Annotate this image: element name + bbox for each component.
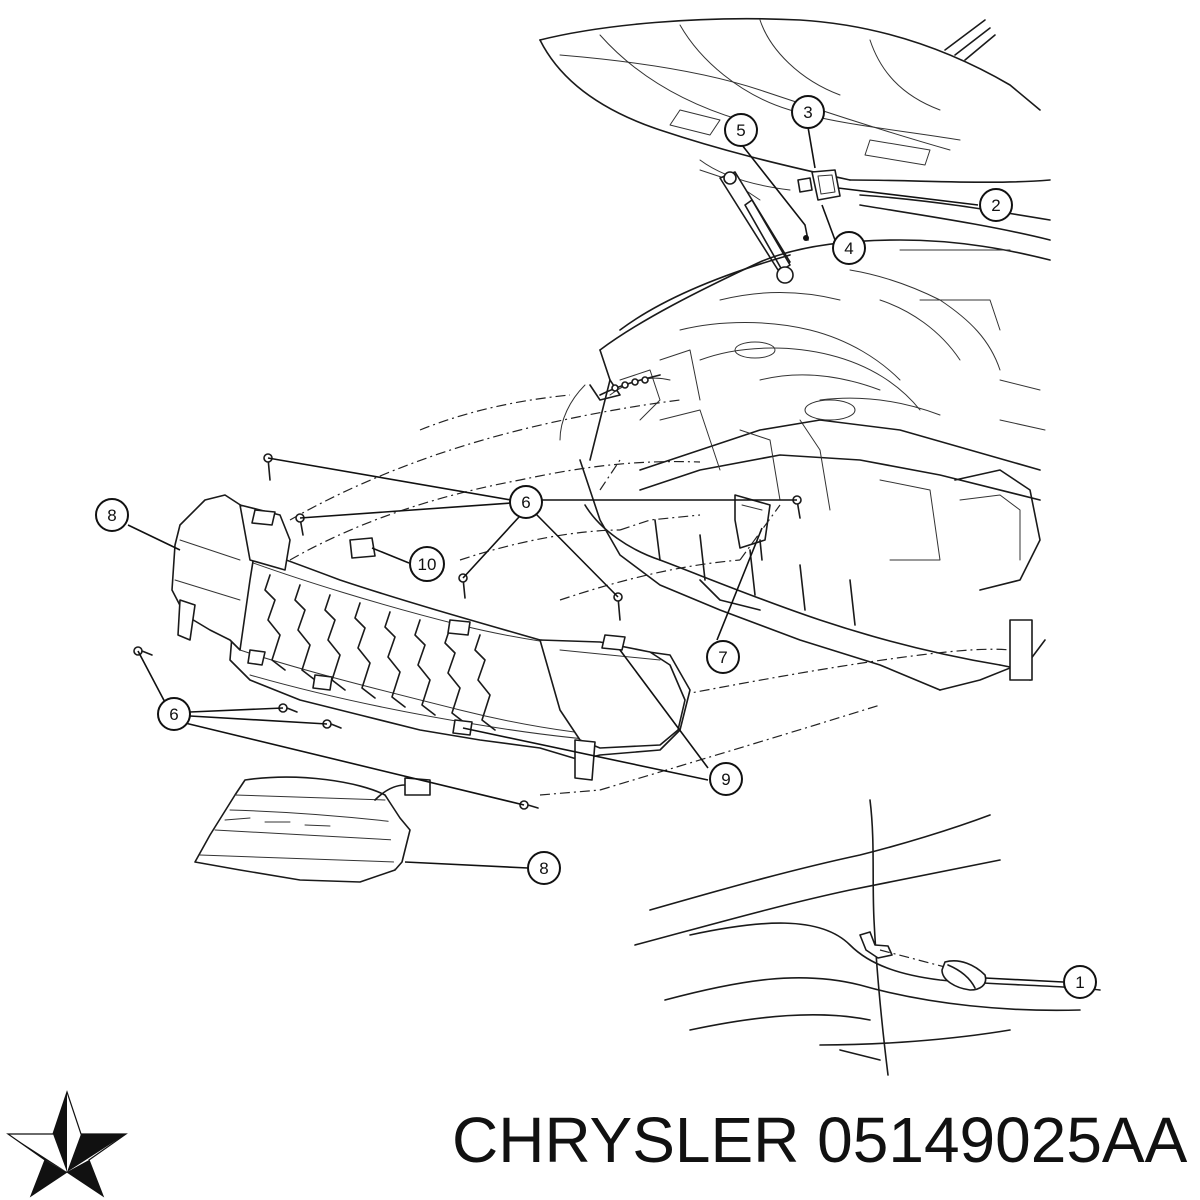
callout-number: 1 <box>1075 973 1084 992</box>
fascia-phantom-outline <box>289 394 1011 796</box>
part-number: 05149025AA <box>817 1104 1188 1176</box>
callout-number: 8 <box>539 859 548 878</box>
callout-6-upper: 6 <box>509 485 543 519</box>
callout-5: 5 <box>724 113 758 147</box>
headlamp <box>194 776 431 883</box>
hood-support-strut <box>719 171 809 284</box>
callout-number: 10 <box>418 555 437 574</box>
callout-2: 2 <box>979 188 1013 222</box>
callout-number: 6 <box>169 705 178 724</box>
callout-9: 9 <box>709 762 743 796</box>
leader-lines <box>127 126 1064 983</box>
callout-7: 7 <box>706 640 740 674</box>
hood-latch-bracket <box>797 169 841 201</box>
callout-8-lower: 8 <box>527 851 561 885</box>
callout-4: 4 <box>832 231 866 265</box>
callout-6-lower: 6 <box>157 697 191 731</box>
engine-bay-structure <box>559 239 1051 691</box>
callout-number: 4 <box>844 239 853 258</box>
callout-number: 5 <box>736 121 745 140</box>
callout-10: 10 <box>409 546 445 582</box>
callout-number: 2 <box>991 196 1000 215</box>
grille-assembly <box>171 494 691 781</box>
callout-number: 6 <box>521 493 530 512</box>
callout-number: 3 <box>803 103 812 122</box>
pentastar-logo-icon <box>6 1090 128 1198</box>
fender-side-marker <box>634 799 1101 1076</box>
hood-outline <box>539 17 1051 241</box>
callout-1: 1 <box>1063 965 1097 999</box>
callout-3: 3 <box>791 95 825 129</box>
callout-number: 9 <box>721 770 730 789</box>
callout-number: 8 <box>107 506 116 525</box>
callout-8-upper: 8 <box>95 498 129 532</box>
callout-number: 7 <box>718 648 727 667</box>
brand-name: CHRYSLER <box>452 1104 800 1176</box>
part-caption: CHRYSLER 05149025AA <box>452 1108 1187 1172</box>
